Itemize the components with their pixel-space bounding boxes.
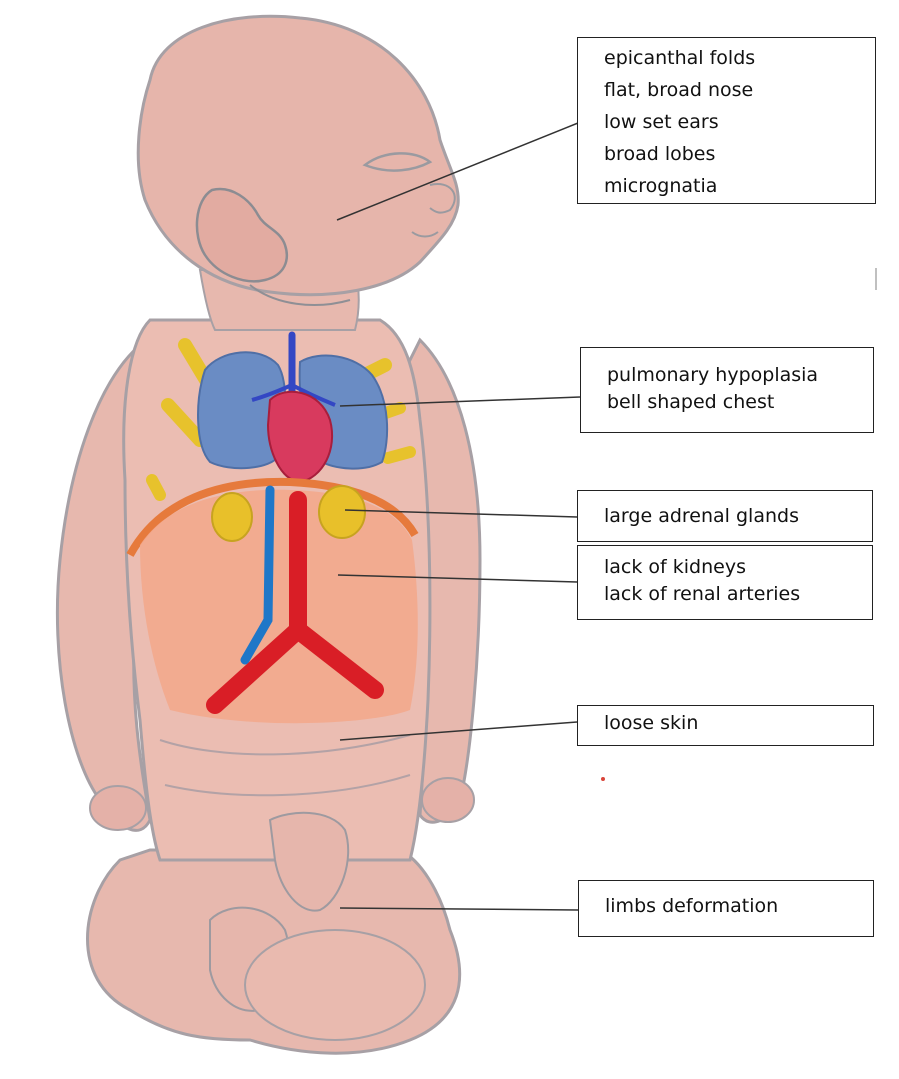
label-face-line: broad lobes [604,138,863,170]
rib-right-3 [388,452,410,458]
label-box-limbs: limbs deformation [578,880,874,937]
label-face-line: low set ears [604,106,863,138]
label-box-lungs: pulmonary hypoplasia bell shaped chest [580,347,874,433]
label-skin-line: loose skin [604,710,861,737]
rib-left-3 [152,480,160,495]
left-hand-shape [90,786,146,830]
head-shape [138,16,458,294]
label-lungs-line: bell shaped chest [607,389,861,416]
label-box-kidneys: lack of kidneys lack of renal arteries [577,545,873,620]
label-box-skin: loose skin [577,705,874,746]
label-box-adrenal: large adrenal glands [577,490,873,542]
label-box-face: epicanthal folds flat, broad nose low se… [577,37,876,204]
label-face-line: flat, broad nose [604,74,863,106]
label-face-line: epicanthal folds [604,42,863,74]
label-kidneys-line: lack of renal arteries [604,581,860,608]
right-hand-shape [422,778,474,822]
knee-shape [245,930,425,1040]
left-adrenal-gland [212,493,252,541]
label-adrenal-line: large adrenal glands [604,503,860,530]
label-kidneys-line: lack of kidneys [604,554,860,581]
abdomen-organs [140,486,418,723]
label-face-line: micrognatia [604,170,863,202]
label-lungs-line: pulmonary hypoplasia [607,362,861,389]
label-limbs-line: limbs deformation [605,893,861,920]
speckle-dot [601,777,605,781]
right-adrenal-gland [319,486,365,538]
